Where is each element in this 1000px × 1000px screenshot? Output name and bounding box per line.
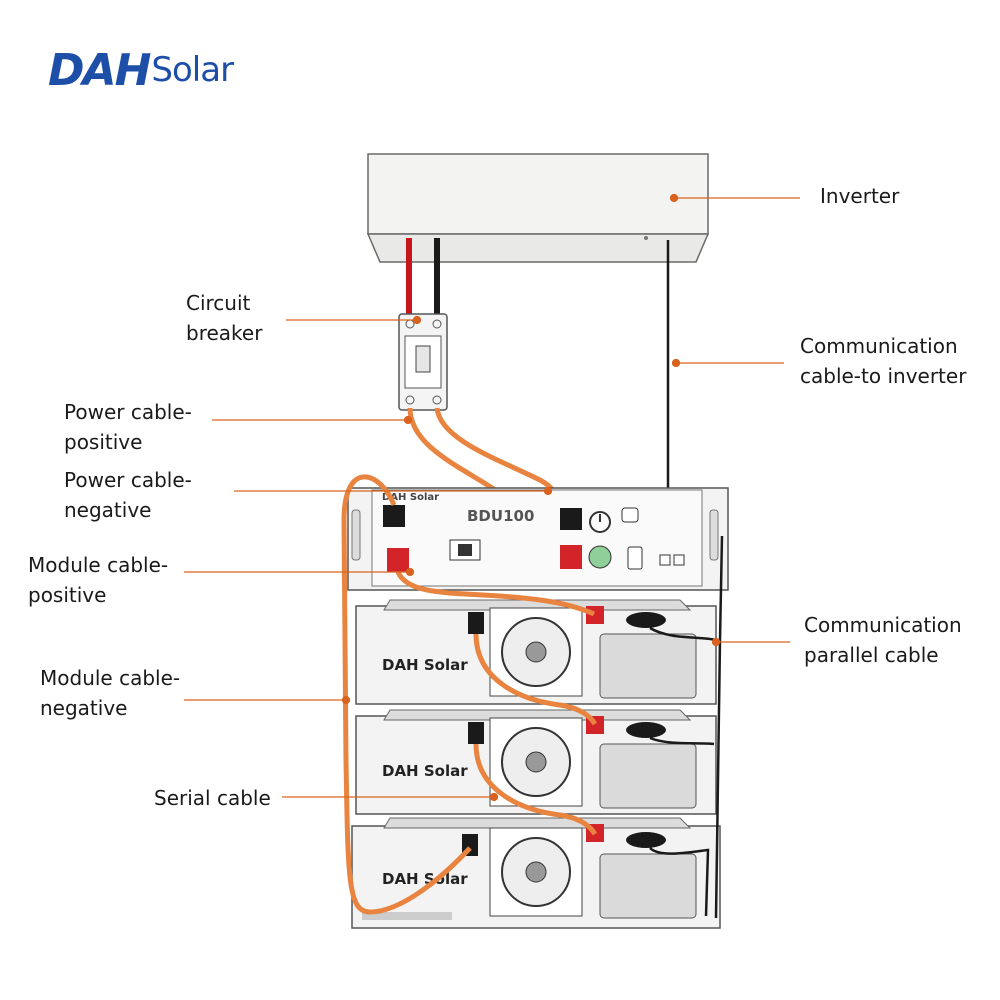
label-circuit-breaker-line1: Circuit bbox=[186, 291, 251, 315]
label-circuit-breaker: Circuit breaker bbox=[186, 288, 262, 348]
label-inverter: Inverter bbox=[820, 181, 899, 211]
module-3-brand: DAH Solar bbox=[382, 870, 468, 888]
label-power-cable-positive: Power cable- positive bbox=[64, 397, 192, 457]
logo-mark: DAH bbox=[48, 44, 151, 96]
label-module-cable-negative-line1: Module cable- bbox=[40, 666, 181, 690]
serial-cable-1 bbox=[473, 633, 598, 726]
parallel-link-1 bbox=[649, 626, 717, 642]
label-power-cable-negative: Power cable- negative bbox=[64, 465, 192, 525]
bdu-model-label: BDU100 bbox=[467, 507, 534, 525]
bdu-unit bbox=[347, 487, 729, 591]
module-cable-negative bbox=[341, 474, 472, 915]
parallel-link-3 bbox=[649, 846, 710, 917]
module-2-brand: DAH Solar bbox=[382, 762, 468, 780]
label-serial-cable: Serial cable bbox=[154, 783, 271, 813]
label-serial-cable-text: Serial cable bbox=[154, 786, 271, 810]
serial-cable-2 bbox=[473, 743, 598, 836]
label-comm-cable-inverter: Communication cable-to inverter bbox=[800, 331, 966, 391]
label-comm-parallel-cable-line1: Communication bbox=[804, 613, 962, 637]
label-power-cable-negative-line2: negative bbox=[64, 498, 152, 522]
label-power-cable-positive-line2: positive bbox=[64, 430, 143, 454]
label-circuit-breaker-line2: breaker bbox=[186, 321, 263, 345]
leader-lines bbox=[184, 193, 800, 802]
label-comm-cable-inverter-line2: cable-to inverter bbox=[800, 364, 967, 388]
parallel-link-2 bbox=[649, 736, 715, 746]
battery-module-2 bbox=[355, 709, 717, 815]
label-module-cable-negative: Module cable- negative bbox=[40, 663, 180, 723]
label-inverter-text: Inverter bbox=[820, 184, 900, 208]
label-power-cable-negative-line1: Power cable- bbox=[64, 468, 192, 492]
label-comm-parallel-cable: Communication parallel cable bbox=[804, 610, 962, 670]
module-1-brand: DAH Solar bbox=[382, 656, 468, 674]
label-comm-parallel-cable-line2: parallel cable bbox=[804, 643, 939, 667]
module-cable-positive bbox=[395, 570, 596, 617]
label-comm-cable-inverter-line1: Communication bbox=[800, 334, 958, 358]
battery-module-3 bbox=[351, 817, 721, 929]
communication-parallel-cable bbox=[714, 535, 724, 919]
battery-module-1 bbox=[355, 599, 717, 705]
label-power-cable-positive-line1: Power cable- bbox=[64, 400, 192, 424]
circuit-breaker bbox=[398, 313, 448, 411]
label-module-cable-positive: Module cable- positive bbox=[28, 550, 168, 610]
inverter-unit bbox=[366, 153, 710, 263]
label-module-cable-positive-line2: positive bbox=[28, 583, 107, 607]
dah-solar-logo: DAH Solar bbox=[48, 40, 234, 100]
bdu-brand-label: DAH Solar bbox=[382, 492, 439, 503]
label-module-cable-positive-line1: Module cable- bbox=[28, 553, 169, 577]
logo-word: Solar bbox=[151, 50, 234, 90]
label-module-cable-negative-line2: negative bbox=[40, 696, 128, 720]
